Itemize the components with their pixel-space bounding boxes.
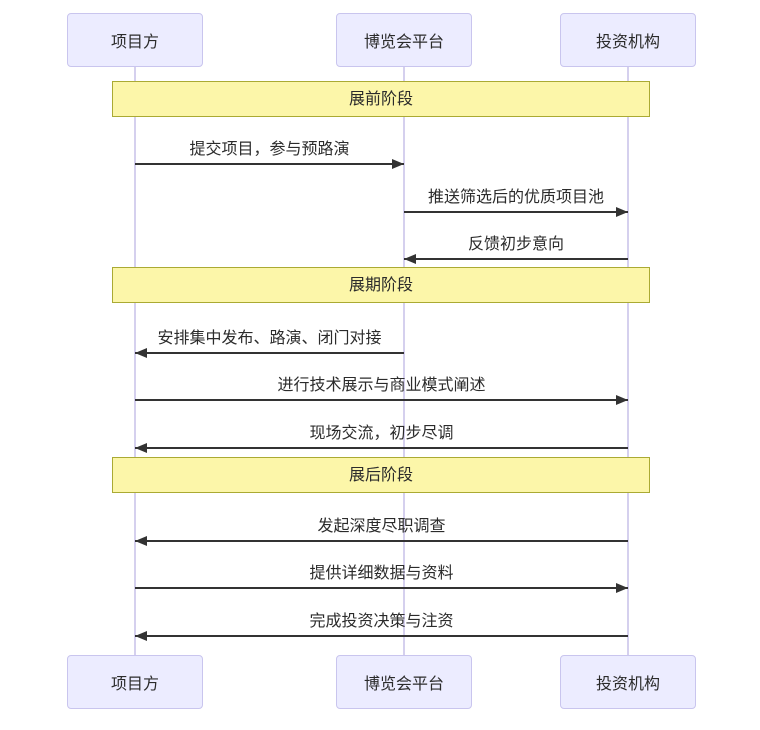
message-label-6: 现场交流，初步尽调 [309,423,454,442]
actor-platform-label: 博览会平台 [363,32,444,51]
actor-platform-label-bottom: 博览会平台 [363,674,444,693]
message-label-9: 完成投资决策与注资 [309,611,454,630]
actor-investor-label-bottom: 投资机构 [595,674,660,693]
message-arrow-2 [404,211,628,213]
message-label-7: 发起深度尽职调查 [317,516,446,535]
message-arrow-4 [135,352,404,354]
actor-platform-bottom: 博览会平台 [336,655,472,709]
actor-project-label: 项目方 [110,32,159,51]
actor-platform-top: 博览会平台 [336,13,472,67]
message-arrow-9 [135,635,628,637]
actor-project-bottom: 项目方 [67,655,203,709]
phase-note-during-show-label: 展期阶段 [348,275,413,294]
actor-investor-top: 投资机构 [560,13,696,67]
lifeline-investor [627,66,629,656]
lifeline-platform [403,66,405,656]
message-arrow-1 [135,163,404,165]
message-arrow-7 [135,540,628,542]
message-arrow-6 [135,447,628,449]
message-label-2: 推送筛选后的优质项目池 [427,187,604,206]
actor-project-top: 项目方 [67,13,203,67]
actor-investor-bottom: 投资机构 [560,655,696,709]
message-label-4: 安排集中发布、路演、闭门对接 [157,328,382,347]
phase-note-during-show: 展期阶段 [112,267,650,303]
actor-investor-label: 投资机构 [595,32,660,51]
phase-note-post-show-label: 展后阶段 [348,465,413,484]
message-label-5: 进行技术展示与商业模式阐述 [277,375,486,394]
message-arrow-3 [404,258,628,260]
message-label-1: 提交项目，参与预路演 [189,139,350,158]
message-label-8: 提供详细数据与资料 [309,563,454,582]
phase-note-post-show: 展后阶段 [112,457,650,493]
phase-note-pre-show: 展前阶段 [112,81,650,117]
message-arrow-5 [135,399,628,401]
actor-project-label-bottom: 项目方 [110,674,159,693]
message-label-3: 反馈初步意向 [467,234,564,253]
message-arrow-8 [135,587,628,589]
lifeline-project [134,66,136,656]
phase-note-pre-show-label: 展前阶段 [348,89,413,108]
